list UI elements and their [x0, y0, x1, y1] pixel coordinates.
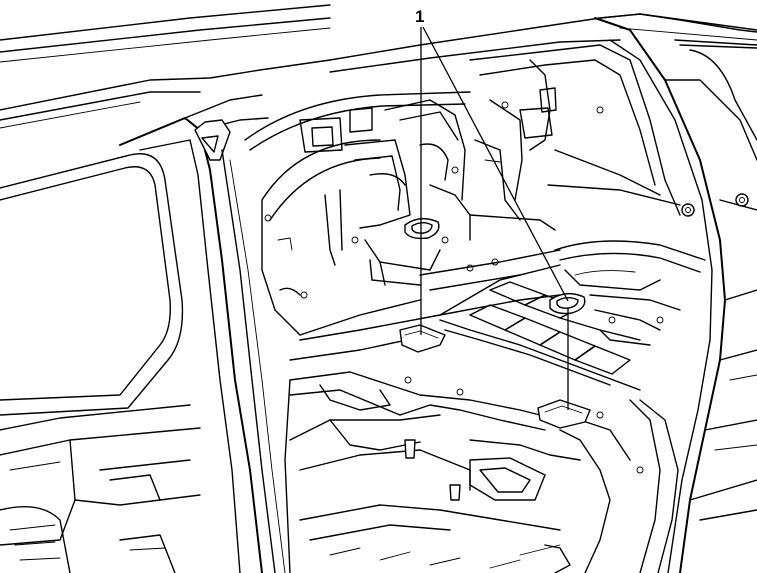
right-d-pillar [594, 13, 757, 573]
tie-down-anchor-lower [537, 292, 591, 429]
cargo-floor [289, 249, 664, 391]
right-upper-panel [469, 44, 695, 231]
callout-leader-line [422, 26, 569, 302]
left-d-pillar [119, 94, 286, 573]
left-rear-window [0, 153, 184, 416]
callout-label: 1 [415, 7, 424, 26]
lower-cargo-floor [284, 371, 679, 573]
tie-down-anchor-upper [399, 217, 446, 353]
left-wheelhouse-panel [244, 91, 471, 336]
roof-lines [0, 4, 757, 129]
left-floor-structure [0, 404, 201, 573]
callout-1: 1 [415, 7, 569, 410]
spare-tire-well [554, 240, 706, 311]
